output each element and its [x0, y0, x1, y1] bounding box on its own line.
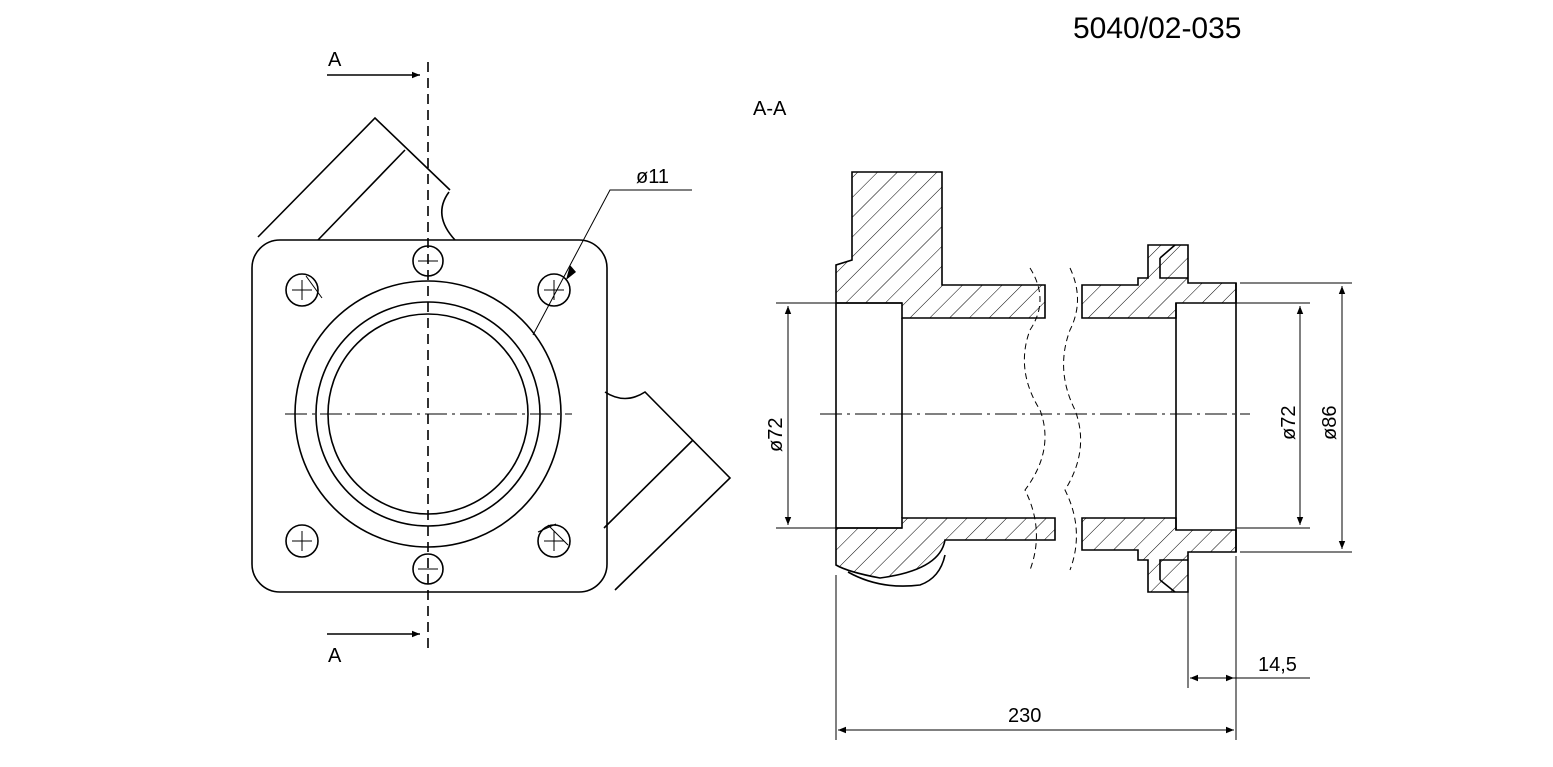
section-view: A-A ø72 ø72 ø86 — [753, 98, 1352, 740]
dim-bore-left: ø72 — [765, 418, 787, 452]
dim-total-length: 230 — [1008, 705, 1041, 727]
section-marker-top: A — [328, 49, 342, 71]
dim-collar-width: 14,5 — [1258, 654, 1297, 676]
section-title: A-A — [753, 98, 787, 120]
drawing-number: 5040/02-035 — [1073, 12, 1242, 45]
dim-bore-right: ø72 — [1278, 406, 1300, 440]
dim-hole-diameter: ø11 — [636, 166, 669, 188]
dim-outer-diameter: ø86 — [1319, 406, 1341, 440]
section-marker-bottom: A — [328, 645, 342, 667]
flange-outline — [251, 239, 608, 593]
bolt-holes — [285, 245, 571, 585]
front-view: A A ø11 — [251, 49, 732, 667]
